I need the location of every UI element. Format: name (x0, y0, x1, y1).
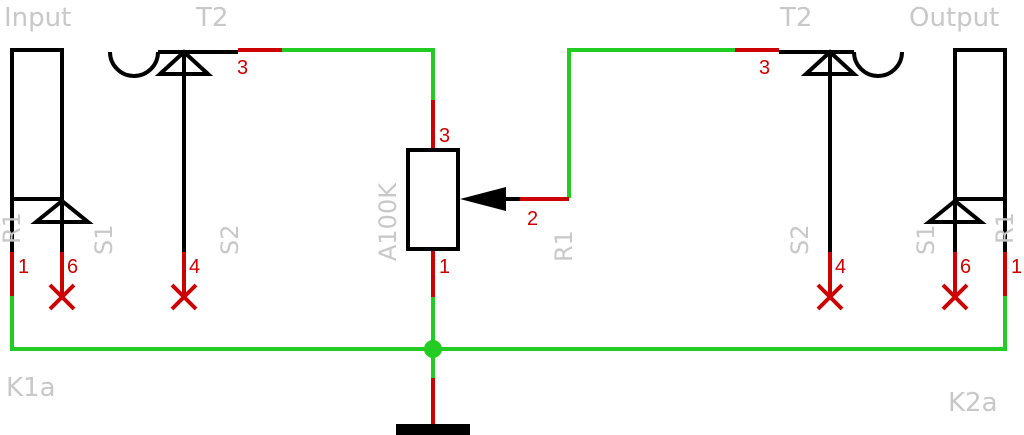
label-t2-right: T2 (779, 3, 812, 33)
pin-number-k2a-1: 1 (1011, 256, 1022, 278)
label-k1a: K1a (6, 373, 56, 403)
input-jack-symbol (10, 48, 94, 252)
ground-symbol (396, 424, 470, 435)
no-connect-k2a-6-icon (941, 283, 969, 311)
label-output: Output (909, 3, 999, 33)
pin-number-k1a-6: 6 (67, 256, 78, 278)
symbols (10, 48, 1007, 252)
label-s2-right: S2 (786, 224, 814, 255)
wire-top-left (278, 48, 435, 102)
component-labels: Input Output T2 T2 K1a K2a A100K R1 S1 S… (0, 3, 1019, 418)
output-jack-symbol (923, 48, 1007, 252)
wires (10, 48, 1007, 382)
label-r1-value: A100K (374, 182, 402, 261)
pin-number-t2-right-3: 3 (759, 57, 770, 79)
label-s2-left: S2 (216, 224, 244, 255)
label-r1-right-partial: R1 (991, 212, 1019, 244)
label-s1-left: S1 (90, 224, 118, 255)
wiper-arrow-icon (460, 187, 506, 211)
label-r1-name: R1 (550, 230, 578, 262)
pin-number-r1-2: 2 (527, 208, 538, 230)
label-s1-right: S1 (912, 224, 940, 255)
label-t2-left: T2 (195, 3, 228, 33)
no-connect-marks (48, 283, 969, 311)
wire-top-right (567, 48, 737, 198)
wire-bottom-bus (10, 294, 1007, 351)
no-connect-k2a-4-icon (816, 283, 844, 311)
pin-numbers: 3 3 3 2 1 1 6 4 4 6 1 (18, 57, 1022, 278)
t2-left-contact-symbol (108, 49, 238, 252)
pin-number-t2-left-3: 3 (237, 57, 248, 79)
junction-dot (424, 340, 442, 358)
t2-right-contact-symbol (779, 49, 904, 252)
pin-number-k1a-1: 1 (18, 256, 29, 278)
pin-number-r1-3: 3 (439, 125, 450, 147)
no-connect-k1a-6-icon (48, 283, 76, 311)
pin-segments (10, 48, 1007, 425)
pin-number-k2a-4: 4 (835, 256, 846, 278)
no-connect-k1a-4-icon (170, 283, 198, 311)
pin-number-r1-1: 1 (439, 256, 450, 278)
label-k2a: K2a (948, 388, 998, 418)
pin-number-k2a-6: 6 (960, 256, 971, 278)
pin-number-k1a-4: 4 (189, 256, 200, 278)
label-input: Input (4, 3, 71, 33)
label-r1-left-partial: R1 (0, 212, 26, 244)
